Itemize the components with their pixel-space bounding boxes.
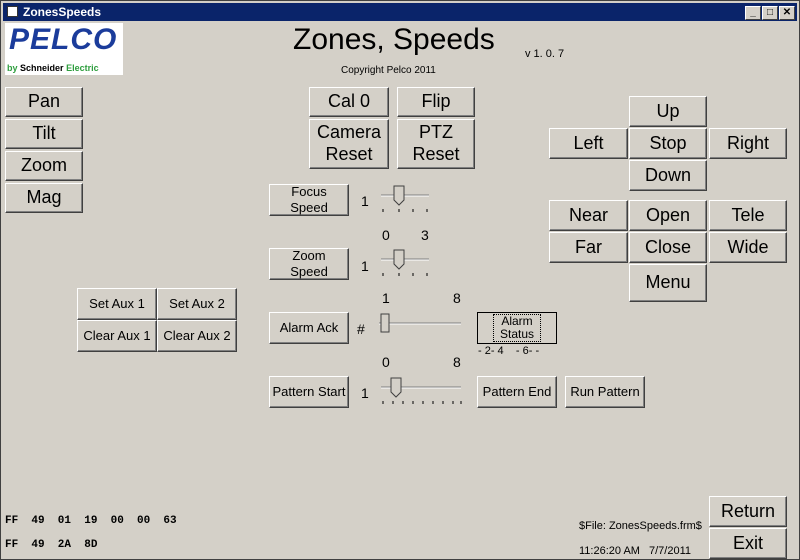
stop-button[interactable]: Stop (629, 128, 707, 159)
file-label: $File: ZonesSpeeds.frm$ (579, 520, 702, 532)
open-button[interactable]: Open (629, 200, 707, 231)
run-pattern-button[interactable]: Run Pattern (565, 376, 645, 408)
app-icon (7, 6, 18, 17)
window-title: ZonesSpeeds (23, 5, 102, 19)
mag-button[interactable]: Mag (5, 183, 83, 213)
focus-slider-thumb (393, 185, 405, 206)
alarm-slider-thumb (380, 313, 390, 333)
left-button[interactable]: Left (549, 128, 628, 159)
zoom-button[interactable]: Zoom (5, 151, 83, 181)
alarm-status-button[interactable]: Alarm Status (477, 312, 557, 344)
zoom-max-label: 8 (453, 290, 461, 306)
pattern-slider-thumb (390, 377, 402, 398)
copyright-label: Copyright Pelco 2011 (341, 65, 436, 76)
pattern-slider[interactable] (379, 375, 465, 407)
alarm-min-label: 0 (382, 354, 390, 370)
clear-aux2-button[interactable]: Clear Aux 2 (157, 320, 237, 352)
alarm-slider[interactable] (377, 311, 465, 343)
focus-max-label: 3 (421, 227, 429, 243)
clear-aux1-button[interactable]: Clear Aux 1 (77, 320, 157, 352)
up-button[interactable]: Up (629, 96, 707, 127)
tele-button[interactable]: Tele (709, 200, 787, 231)
cal0-button[interactable]: Cal 0 (309, 87, 389, 117)
alarm-ack-button[interactable]: Alarm Ack (269, 312, 349, 344)
hex-output-line2: FF 49 2A 8D (5, 539, 98, 551)
down-button[interactable]: Down (629, 160, 707, 191)
alarm-status-readout: - 2- 4 - 6- - (478, 345, 540, 357)
pattern-value: 1 (361, 385, 369, 401)
close-button-lens[interactable]: Close (629, 232, 707, 263)
focus-speed-value: 1 (361, 193, 369, 209)
return-button[interactable]: Return (709, 496, 787, 527)
zoom-speed-slider[interactable] (379, 247, 433, 279)
hex-output-line1: FF 49 01 19 00 00 63 (5, 515, 177, 527)
near-button[interactable]: Near (549, 200, 628, 231)
camera-reset-button[interactable]: Camera Reset (309, 119, 389, 169)
zoom-min-label: 1 (382, 290, 390, 306)
far-button[interactable]: Far (549, 232, 628, 263)
date-label: 7/7/2011 (649, 545, 692, 557)
set-aux1-button[interactable]: Set Aux 1 (77, 288, 157, 320)
focus-speed-slider[interactable] (379, 183, 433, 215)
version-label: v 1. 0. 7 (525, 48, 565, 60)
tilt-button[interactable]: Tilt (5, 119, 83, 149)
logo-brand: PELCO (9, 23, 118, 56)
menu-button[interactable]: Menu (629, 264, 707, 302)
pan-button[interactable]: Pan (5, 87, 83, 117)
ptz-reset-button[interactable]: PTZ Reset (397, 119, 475, 169)
set-aux2-button[interactable]: Set Aux 2 (157, 288, 237, 320)
pattern-end-button[interactable]: Pattern End (477, 376, 557, 408)
zoom-speed-button[interactable]: Zoom Speed (269, 248, 349, 280)
minimize-button[interactable]: _ (745, 6, 761, 20)
alarm-symbol: # (357, 321, 365, 337)
title-bar[interactable]: ZonesSpeeds _ □ ✕ (3, 3, 797, 21)
page-title: Zones, Speeds (293, 23, 495, 56)
zoom-slider-thumb (393, 249, 405, 270)
pelco-logo: PELCO by Schneider Electric (5, 23, 123, 75)
focus-min-label: 0 (382, 227, 390, 243)
right-button[interactable]: Right (709, 128, 787, 159)
logo-byline: by Schneider Electric (7, 63, 99, 73)
focus-speed-button[interactable]: Focus Speed (269, 184, 349, 216)
flip-button[interactable]: Flip (397, 87, 475, 117)
maximize-button[interactable]: □ (762, 6, 778, 20)
close-button[interactable]: ✕ (779, 6, 795, 20)
time-label: 11:26:20 AM (579, 545, 640, 557)
exit-button[interactable]: Exit (709, 528, 787, 559)
pattern-start-button[interactable]: Pattern Start (269, 376, 349, 408)
alarm-max-label: 8 (453, 354, 461, 370)
zoom-speed-value: 1 (361, 258, 369, 274)
wide-button[interactable]: Wide (709, 232, 787, 263)
